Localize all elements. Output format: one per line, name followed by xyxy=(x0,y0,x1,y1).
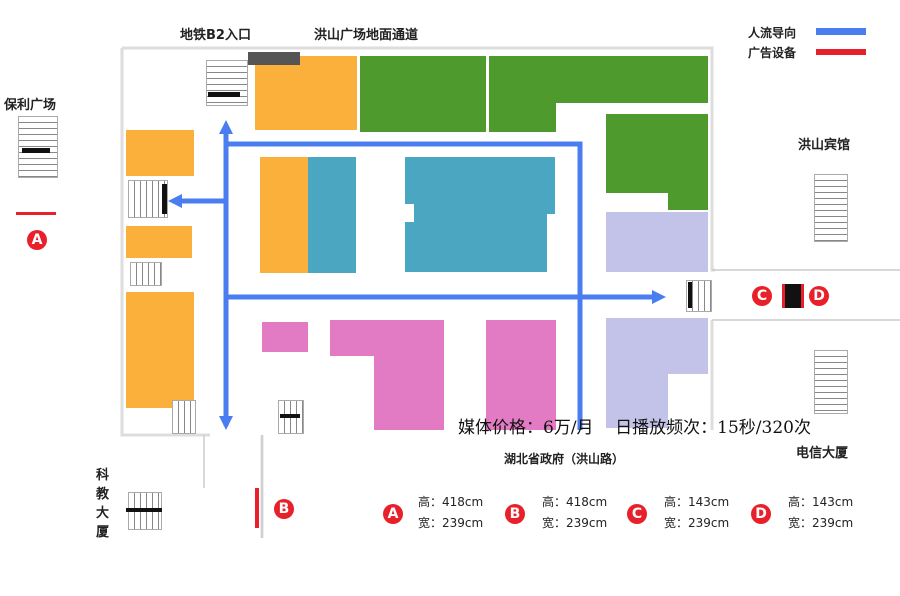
ad-device-right-c xyxy=(688,282,692,308)
spec-a-height: 高：418cm xyxy=(418,495,484,509)
metro-gate xyxy=(248,52,300,65)
zone-lavender-1 xyxy=(606,212,708,272)
spec-marker-c: C xyxy=(627,504,647,524)
label-hongshan-hotel: 洪山宾馆 xyxy=(798,138,851,153)
spec-b-width: 宽：239cm xyxy=(542,516,608,530)
label-keji-building: 科 教 大 厦 xyxy=(96,468,110,540)
ad-device-poly xyxy=(22,148,50,153)
flow-arrowheads xyxy=(168,120,666,430)
plan-outline xyxy=(120,46,715,538)
zone-orange-left1 xyxy=(126,130,194,176)
stairs-hotel xyxy=(814,174,848,242)
spec-d-height: 高：143cm xyxy=(788,495,854,509)
spec-marker-d: D xyxy=(751,504,771,524)
zone-teal-1 xyxy=(308,157,356,273)
label-telecom-building: 电信大厦 xyxy=(796,446,849,461)
zone-lavender-2 xyxy=(606,318,708,428)
zone-green-2 xyxy=(489,56,708,132)
ad-device-left-mid xyxy=(162,184,167,214)
zone-green-3 xyxy=(606,114,708,210)
ad-device-bottom-mid xyxy=(280,414,300,418)
spec-c-width: 宽：239cm xyxy=(664,516,730,530)
spec-marker-b: B xyxy=(505,504,525,524)
zone-orange-top xyxy=(255,56,357,130)
label-gov: 湖北省政府（洪山路） xyxy=(504,452,625,466)
zone-orange-left3 xyxy=(126,292,194,408)
stairs-bottom-left xyxy=(172,400,196,434)
legend-flow-swatch xyxy=(816,28,866,35)
spec-marker-a: A xyxy=(383,504,403,524)
zone-teal-2 xyxy=(405,157,555,272)
legend-ad-swatch xyxy=(816,49,866,55)
ad-device-top xyxy=(208,92,240,97)
spec-c: 高：143cm 宽：239cm xyxy=(664,492,729,534)
spec-d: 高：143cm 宽：239cm xyxy=(788,492,853,534)
ad-device-a xyxy=(16,212,56,215)
spec-d-width: 宽：239cm xyxy=(788,516,854,530)
label-metro-entrance: 地铁B2入口 xyxy=(180,28,251,43)
legend-ad-label: 广告设备 xyxy=(748,46,797,60)
stairs-poly xyxy=(18,116,58,178)
spec-c-height: 高：143cm xyxy=(664,495,730,509)
stairs-left-mid xyxy=(128,180,168,218)
stairs-telecom xyxy=(814,350,848,414)
spec-a: 高：418cm 宽：239cm xyxy=(418,492,483,534)
label-poly-plaza: 保利广场 xyxy=(4,98,57,113)
stairs-top xyxy=(206,60,248,106)
marker-c: C xyxy=(752,286,772,306)
zone-pink-3 xyxy=(486,320,556,430)
zone-pink-1 xyxy=(262,322,308,352)
zone-green-1 xyxy=(360,56,486,132)
ad-device-cd xyxy=(782,284,804,308)
legend-flow-label: 人流导向 xyxy=(748,26,797,40)
media-info: 媒体价格：6万/月 日播放频次：15秒/320次 xyxy=(458,418,811,438)
spec-a-width: 宽：239cm xyxy=(418,516,484,530)
marker-b: B xyxy=(274,499,294,519)
spec-b: 高：418cm 宽：239cm xyxy=(542,492,607,534)
marker-a: A xyxy=(27,230,47,250)
flow-arrows xyxy=(178,130,654,430)
ad-device-keji xyxy=(126,508,162,512)
marker-d: D xyxy=(809,286,829,306)
zone-orange-center xyxy=(260,157,308,273)
label-passage: 洪山广场地面通道 xyxy=(314,28,419,43)
spec-b-height: 高：418cm xyxy=(542,495,608,509)
ad-device-b xyxy=(255,488,259,528)
stairs-left-low xyxy=(130,262,162,286)
zone-pink-2 xyxy=(330,320,444,430)
zone-orange-left2 xyxy=(126,226,192,258)
